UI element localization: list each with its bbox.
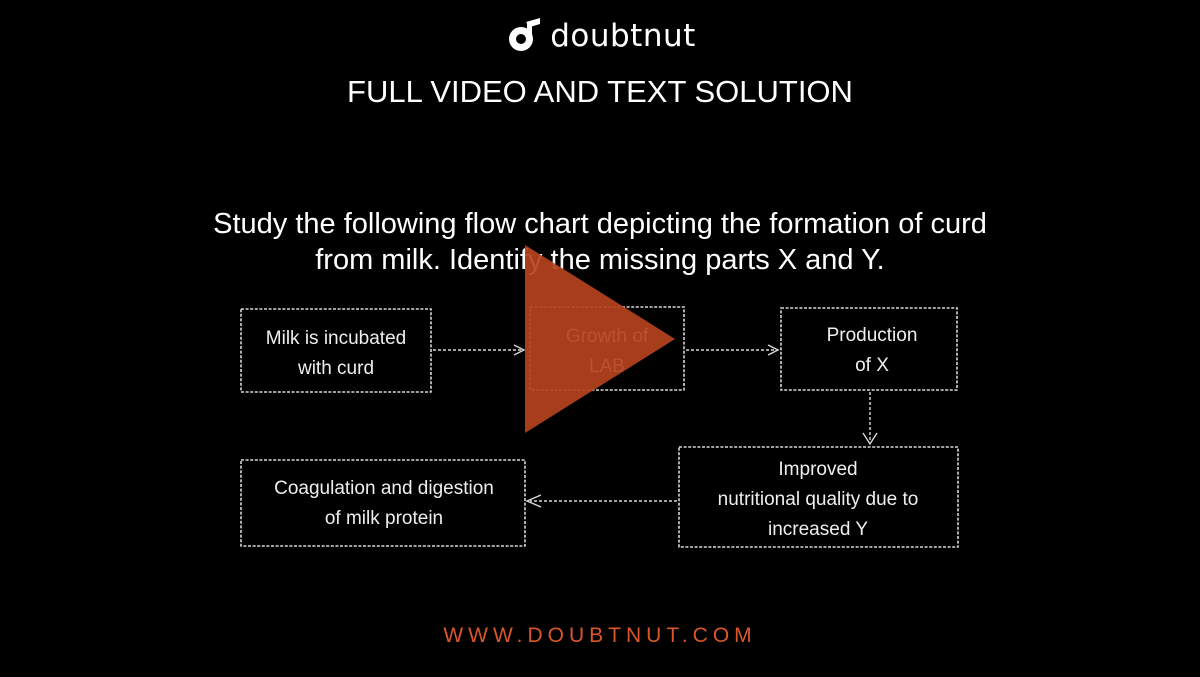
brand-name: doubtnut <box>550 18 696 54</box>
box3-line1: Production <box>827 325 918 346</box>
box1-line2: with curd <box>297 358 374 379</box>
box4-line3: increased Y <box>768 519 868 540</box>
box3-line2: of X <box>855 355 889 376</box>
box-growth-lab <box>529 306 685 391</box>
question-line-1: Study the following flow chart depicting… <box>213 208 987 240</box>
box4-line1: Improved <box>778 459 857 480</box>
box4-line2: nutritional quality due to <box>718 489 919 510</box>
box5-line2: of milk protein <box>325 508 443 529</box>
arrow-3-head <box>862 432 878 446</box>
footer-url[interactable]: WWW.DOUBTNUT.COM <box>443 624 757 647</box>
arrow-2-head <box>767 344 780 356</box>
box-coagulation <box>240 459 526 547</box>
arrow-4-head <box>525 494 542 508</box>
box-improved-nutrition <box>678 446 959 548</box>
box1-line1: Milk is incubated <box>266 328 406 349</box>
box-production-x <box>780 307 958 391</box>
question-text: Study the following flow chart depicting… <box>120 206 1080 278</box>
headline: FULL VIDEO AND TEXT SOLUTION <box>347 74 853 109</box>
box-milk-incubated <box>240 308 432 393</box>
box2-line1: Growth of <box>566 326 649 347</box>
box2-line2: LAB <box>589 356 625 377</box>
doubtnut-logo-icon <box>509 18 541 51</box>
box5-line1: Coagulation and digestion <box>274 478 494 499</box>
arrow-1-head <box>513 344 526 356</box>
doubtnut-logo: doubtnut <box>0 14 1200 58</box>
